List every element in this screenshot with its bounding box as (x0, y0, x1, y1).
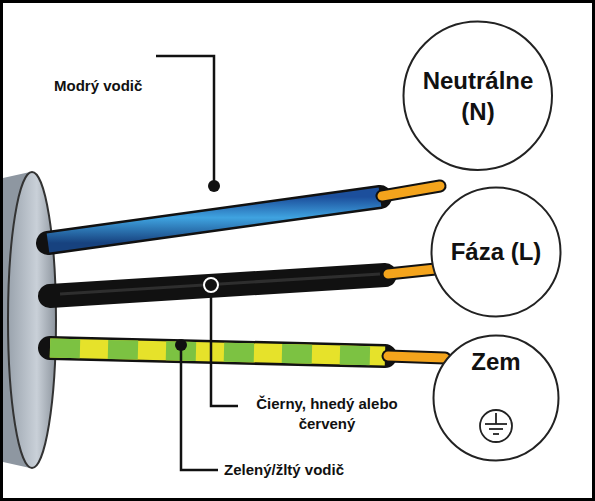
terminal-circle: Fáza (L) (430, 186, 562, 318)
terminal-label: Fáza (L) (451, 236, 542, 267)
wire-label: Modrý vodič (52, 76, 146, 96)
blue-wire (48, 197, 380, 243)
leader-line (181, 345, 218, 470)
terminal-circle: Zem (432, 334, 560, 462)
terminal-label: Zem (471, 346, 520, 377)
leader-line (211, 292, 238, 406)
terminal-label: Neutrálne (N) (417, 65, 538, 127)
circle-content: Zem (445, 334, 547, 462)
ground-symbol (480, 410, 512, 442)
green-yellow-wire (50, 348, 385, 356)
wire-label: Čierny, hnedý alebo červený (240, 394, 414, 433)
black-wire (50, 275, 385, 296)
leader-line (156, 56, 214, 184)
leader-dot (204, 278, 218, 292)
leader-dot (175, 339, 187, 351)
copper-tip (382, 186, 440, 196)
cable-end (8, 172, 56, 468)
copper-tip (388, 356, 445, 358)
circle-content: Fáza (L) (443, 186, 549, 318)
terminal-circle: Neutrálne (N) (402, 20, 554, 172)
circle-content: Neutrálne (N) (417, 20, 538, 172)
wire-label: Zelený/žltý vodič (222, 460, 426, 480)
circle-outline (402, 20, 554, 172)
leader-dot (208, 180, 220, 192)
